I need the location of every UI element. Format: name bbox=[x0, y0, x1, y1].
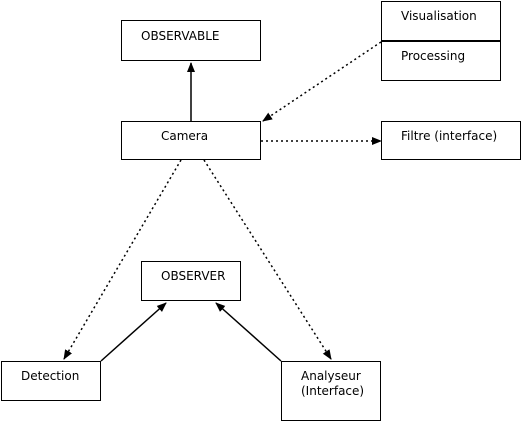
detection-label: Detection bbox=[21, 369, 80, 383]
analyseur-label: Analyseur (Interface) bbox=[301, 369, 365, 398]
edge-camera-to-analyseur bbox=[203, 159, 332, 360]
processing-label: Processing bbox=[401, 49, 466, 63]
visualisation-label: Visualisation bbox=[401, 9, 477, 23]
camera-label: Camera bbox=[161, 129, 209, 143]
detection-box bbox=[1, 361, 101, 401]
edge-camera-to-detection bbox=[63, 159, 182, 360]
observer-label: OBSERVER bbox=[161, 269, 226, 283]
camera-box bbox=[121, 121, 261, 160]
analyseur-box bbox=[281, 361, 381, 421]
box-divider bbox=[381, 40, 501, 42]
edge-analyseur-to-observer bbox=[215, 302, 282, 362]
edge-processing-to-camera bbox=[262, 41, 382, 122]
observer-box bbox=[141, 261, 241, 301]
filtre-label: Filtre (interface) bbox=[401, 129, 498, 143]
edge-detection-to-observer bbox=[100, 302, 167, 362]
filtre-box bbox=[381, 121, 521, 160]
observable-box bbox=[121, 20, 261, 61]
observable-label: OBSERVABLE bbox=[141, 29, 220, 43]
